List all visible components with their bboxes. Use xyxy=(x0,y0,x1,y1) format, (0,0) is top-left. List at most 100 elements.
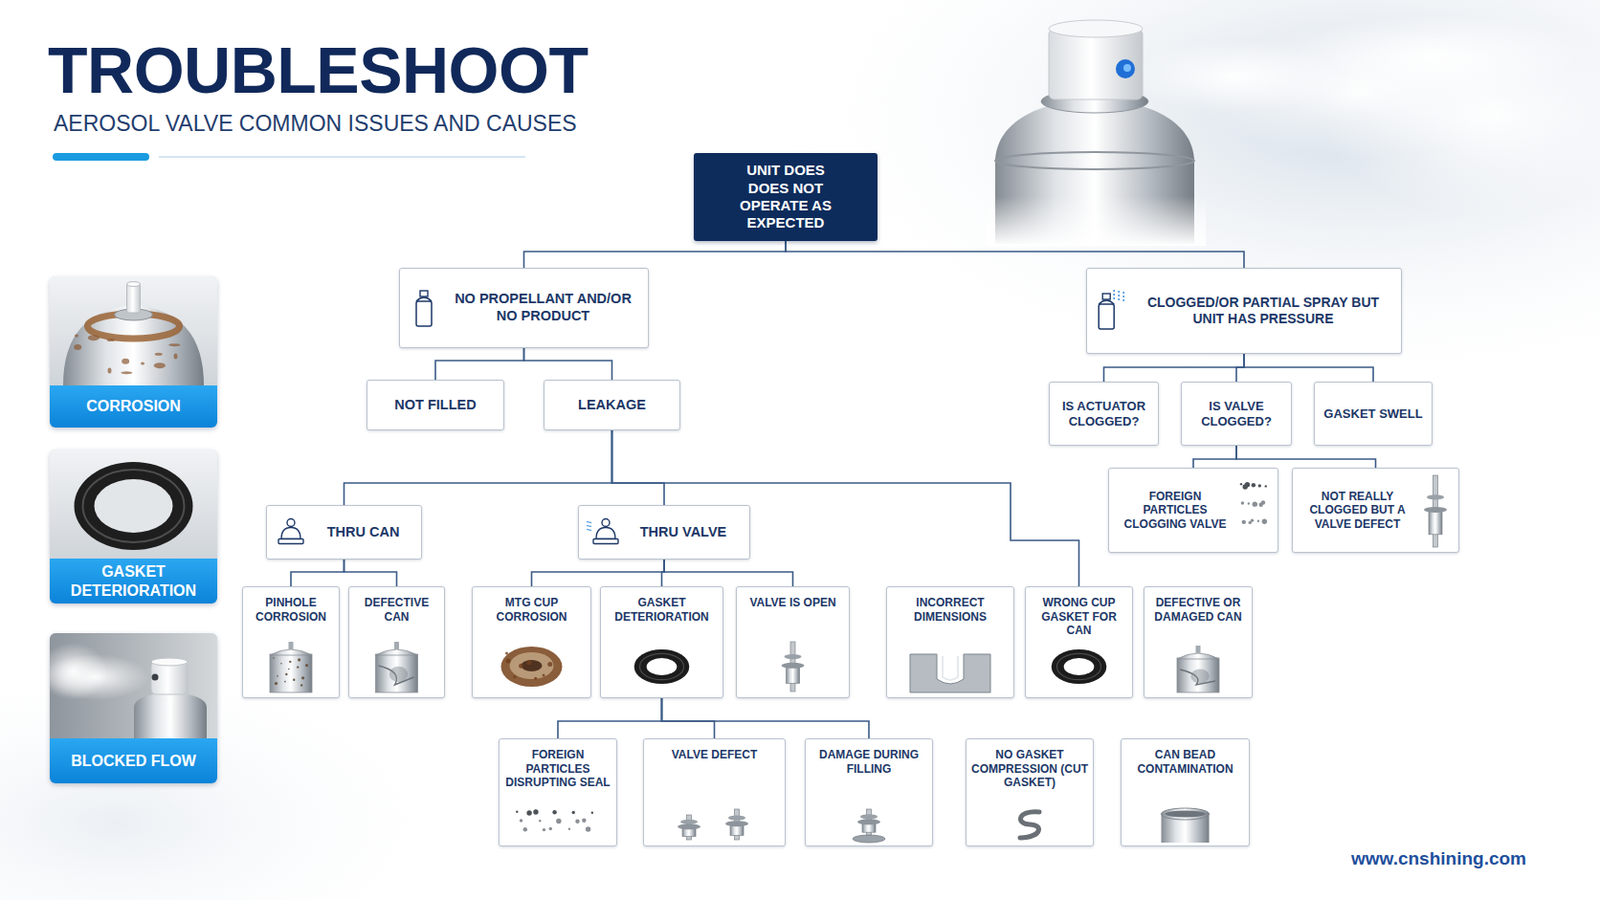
pinhole xyxy=(276,675,279,678)
box-illustration xyxy=(271,510,311,557)
nozzle xyxy=(152,674,159,682)
cause-box: VALVE IS OPEN xyxy=(735,586,850,699)
example-card: CORROSION xyxy=(49,276,218,428)
cause-box: DEFECTIVE OR DAMAGED CAN xyxy=(1143,586,1253,699)
box-label: THRU VALVE xyxy=(640,524,728,542)
spray-dot xyxy=(1122,291,1125,294)
can-dent xyxy=(1179,669,1216,686)
box-illustration xyxy=(583,510,623,557)
cause-box: GASKET DETERIORATION xyxy=(600,586,724,699)
actuator-top xyxy=(127,282,141,288)
rust-patch xyxy=(74,334,79,338)
illustration xyxy=(634,649,690,685)
pinhole xyxy=(296,666,299,668)
can-shoulder xyxy=(376,649,419,656)
rust-spot xyxy=(526,660,532,666)
box-label: NO GASKET COMPRESSION (CUT GASKET) xyxy=(971,748,1089,791)
illustration xyxy=(1020,812,1040,839)
illustration xyxy=(515,809,594,832)
illustration xyxy=(269,642,312,693)
illustration xyxy=(852,809,886,844)
valve-figure xyxy=(725,809,749,841)
particle xyxy=(523,827,528,832)
rust-spot xyxy=(541,673,545,677)
pinhole xyxy=(285,673,288,676)
card-label: CORROSION xyxy=(49,385,218,428)
particle xyxy=(575,820,579,824)
box-label: IS VALVE CLOGGED? xyxy=(1193,399,1280,430)
particle xyxy=(1240,483,1243,486)
photo-ground xyxy=(49,276,218,386)
box-label: WRONG CUP GASKET FOR CAN xyxy=(1030,596,1128,639)
cause-box: DAMAGE DURING FILLING xyxy=(804,738,934,847)
can-bead xyxy=(1161,808,1210,821)
box-label: VALVE IS OPEN xyxy=(741,596,845,611)
particle xyxy=(533,809,538,815)
box-label: DEFECTIVE CAN xyxy=(354,596,440,624)
box-illustration xyxy=(349,639,445,695)
pinhole xyxy=(305,664,309,667)
title-bar xyxy=(52,153,150,161)
box-illustration xyxy=(644,806,785,844)
actuator-top xyxy=(151,658,188,667)
cause-group-box: LEAKAGE xyxy=(543,379,681,431)
can-top xyxy=(133,692,207,739)
particle xyxy=(1258,484,1262,488)
box-label: UNIT DOES DOES NOT OPERATE AS EXPECTED xyxy=(728,161,844,232)
valve-stem xyxy=(1196,645,1201,654)
particle xyxy=(581,819,586,823)
illustration xyxy=(416,290,432,327)
particle xyxy=(1242,520,1246,525)
particle xyxy=(1243,484,1248,489)
leak-mark xyxy=(586,526,592,528)
rust-patch xyxy=(140,362,145,366)
can-dent-shade xyxy=(1190,668,1209,684)
pinhole xyxy=(288,661,291,664)
gasket-ring xyxy=(1051,649,1108,685)
spray-can-cap xyxy=(420,290,428,297)
tree-connector xyxy=(524,348,613,380)
path-box: THRU CAN xyxy=(266,505,423,560)
valve-cup xyxy=(281,528,301,540)
box-label: DEFECTIVE OR DAMAGED CAN xyxy=(1149,596,1247,624)
pinhole xyxy=(297,658,301,662)
example-card: GASKET DETERIORATION xyxy=(49,449,218,604)
cause-box: PINHOLE CORROSION xyxy=(242,586,340,699)
filling-cup xyxy=(852,835,886,844)
cause-box: CAN BEAD CONTAMINATION xyxy=(1120,738,1250,847)
valve-stem xyxy=(288,642,294,650)
rust-patch xyxy=(154,362,166,369)
box-illustration xyxy=(887,639,1014,695)
can-shoulder xyxy=(1177,653,1220,660)
valve-collar xyxy=(781,663,805,669)
box-illustration xyxy=(243,639,339,695)
spray-can-shoulder xyxy=(416,297,432,302)
cut-gasket xyxy=(1020,812,1040,839)
illustration xyxy=(49,276,218,386)
rust-spot xyxy=(512,675,516,679)
tree-connector xyxy=(344,559,398,587)
pinhole xyxy=(280,663,283,666)
box-label: NOT REALLY CLOGGED BUT A VALVE DEFECT xyxy=(1300,489,1415,533)
spray-can-outline xyxy=(416,301,432,327)
can-body xyxy=(1177,658,1220,693)
particle xyxy=(591,812,594,815)
spray-mist xyxy=(1129,14,1600,216)
valve-collar xyxy=(728,816,746,822)
particle xyxy=(555,819,561,824)
illustration xyxy=(1161,808,1210,844)
tree-connector xyxy=(1104,354,1245,382)
box-illustration xyxy=(472,639,591,695)
illustration xyxy=(1051,649,1108,685)
cause-box: FOREIGN PARTICLES DISRUPTING SEAL xyxy=(498,738,618,847)
groove-shade xyxy=(942,656,958,681)
mounting-cup-hole xyxy=(521,660,543,672)
particle xyxy=(585,826,591,832)
particle xyxy=(526,810,532,816)
box-label: FOREIGN PARTICLES DISRUPTING SEAL xyxy=(504,748,612,791)
valve-collar xyxy=(677,823,701,830)
spray-can-shoulder xyxy=(1098,300,1114,305)
box-illustration xyxy=(404,272,444,346)
spray-dot xyxy=(1112,289,1115,292)
page-title: TROUBLESHOOT xyxy=(47,32,588,108)
